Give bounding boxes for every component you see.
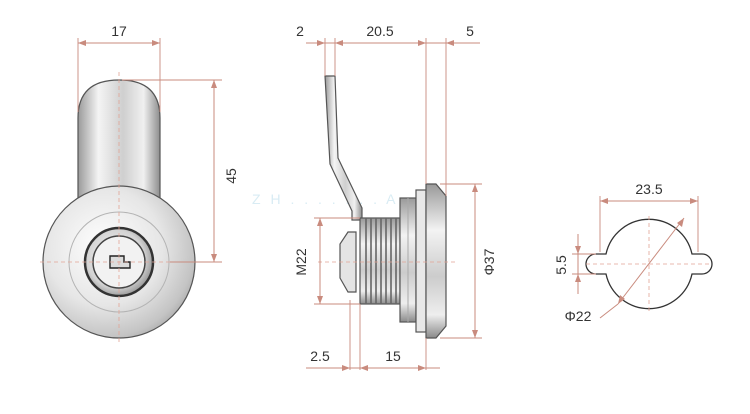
- front-height-label: 45: [223, 168, 239, 184]
- arrow: [690, 198, 698, 204]
- washer: [415, 189, 427, 333]
- front-view: 17 45: [40, 23, 239, 342]
- arrow: [472, 330, 478, 338]
- arrow: [418, 40, 426, 46]
- arrow: [575, 274, 581, 282]
- arrow: [152, 40, 160, 46]
- flange-diameter-label: Φ37: [481, 248, 497, 275]
- thread-label: M22: [293, 248, 309, 275]
- side-view: 2 20.5 5 M22 Φ37 2.5 15: [293, 23, 497, 371]
- watermark: Z H . . . . . . . A: [252, 191, 398, 207]
- hole-profile-view: Φ22 23.5 5.5: [553, 181, 713, 324]
- arrow: [618, 295, 625, 304]
- arrow: [360, 365, 368, 371]
- arrow: [211, 254, 217, 262]
- arrow: [335, 40, 343, 46]
- arrow: [446, 40, 454, 46]
- side-dim-20-5: 20.5: [366, 23, 393, 39]
- flange: [425, 183, 447, 339]
- hole-diameter-leader: [599, 303, 619, 319]
- side-dim-2: 2: [296, 23, 304, 39]
- hole-diameter-dimline: [617, 217, 685, 305]
- thread-lines: [365, 218, 397, 304]
- arrow: [78, 40, 86, 46]
- hole-width-label: 23.5: [635, 181, 662, 197]
- arrow: [600, 198, 608, 204]
- hole-diameter-label: Φ22: [565, 308, 592, 324]
- arrow: [211, 80, 217, 88]
- cam-arm: [77, 79, 161, 201]
- arrow: [418, 365, 426, 371]
- arrow: [342, 365, 350, 371]
- side-dim-2-5: 2.5: [310, 348, 330, 364]
- front-width-label: 17: [111, 23, 127, 39]
- arrow: [575, 246, 581, 254]
- side-dim-5: 5: [466, 23, 474, 39]
- arrow: [317, 218, 323, 226]
- side-dim-15: 15: [385, 348, 401, 364]
- arrow: [317, 40, 325, 46]
- hole-height-label: 5.5: [553, 255, 569, 275]
- arrow: [472, 184, 478, 192]
- arrow: [317, 296, 323, 304]
- arrow: [677, 218, 684, 227]
